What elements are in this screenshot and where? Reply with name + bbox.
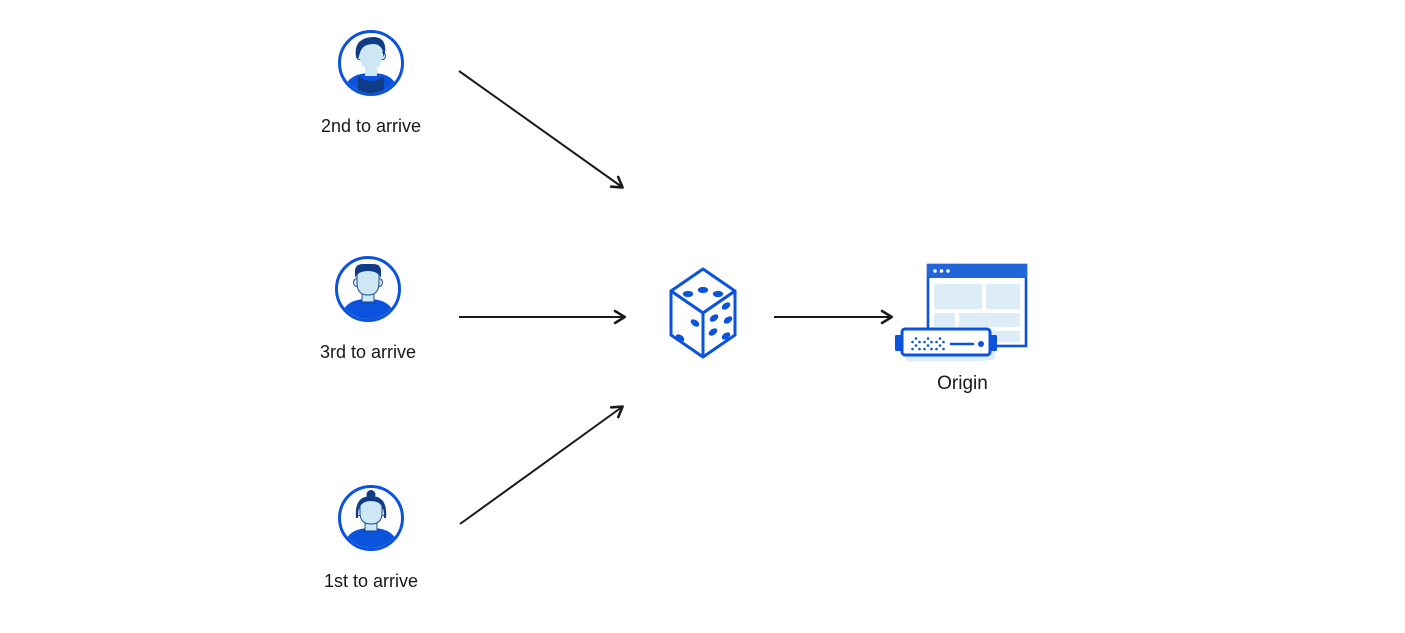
client-label-2nd: 2nd to arrive	[320, 116, 422, 136]
edge-client-top-to-dice	[458, 70, 624, 189]
dice-node	[665, 265, 741, 359]
dice-icon	[669, 267, 737, 359]
client-node-3rd: 3rd to arrive	[283, 256, 453, 363]
origin-server-browser-icon	[895, 263, 1028, 361]
origin-node: Origin	[890, 262, 1035, 395]
edge-client-bottom-to-dice	[459, 405, 624, 525]
client-node-1st: 1st to arrive	[286, 485, 456, 592]
user-avatar-woman-bun-icon	[338, 485, 404, 551]
client-label-3rd: 3rd to arrive	[319, 342, 417, 362]
user-avatar-man-short-hair-icon	[335, 256, 401, 322]
user-avatar-man-swept-hair-icon	[338, 30, 404, 96]
client-node-2nd: 2nd to arrive	[286, 30, 456, 137]
client-label-1st: 1st to arrive	[323, 571, 419, 591]
origin-label: Origin	[937, 373, 988, 394]
